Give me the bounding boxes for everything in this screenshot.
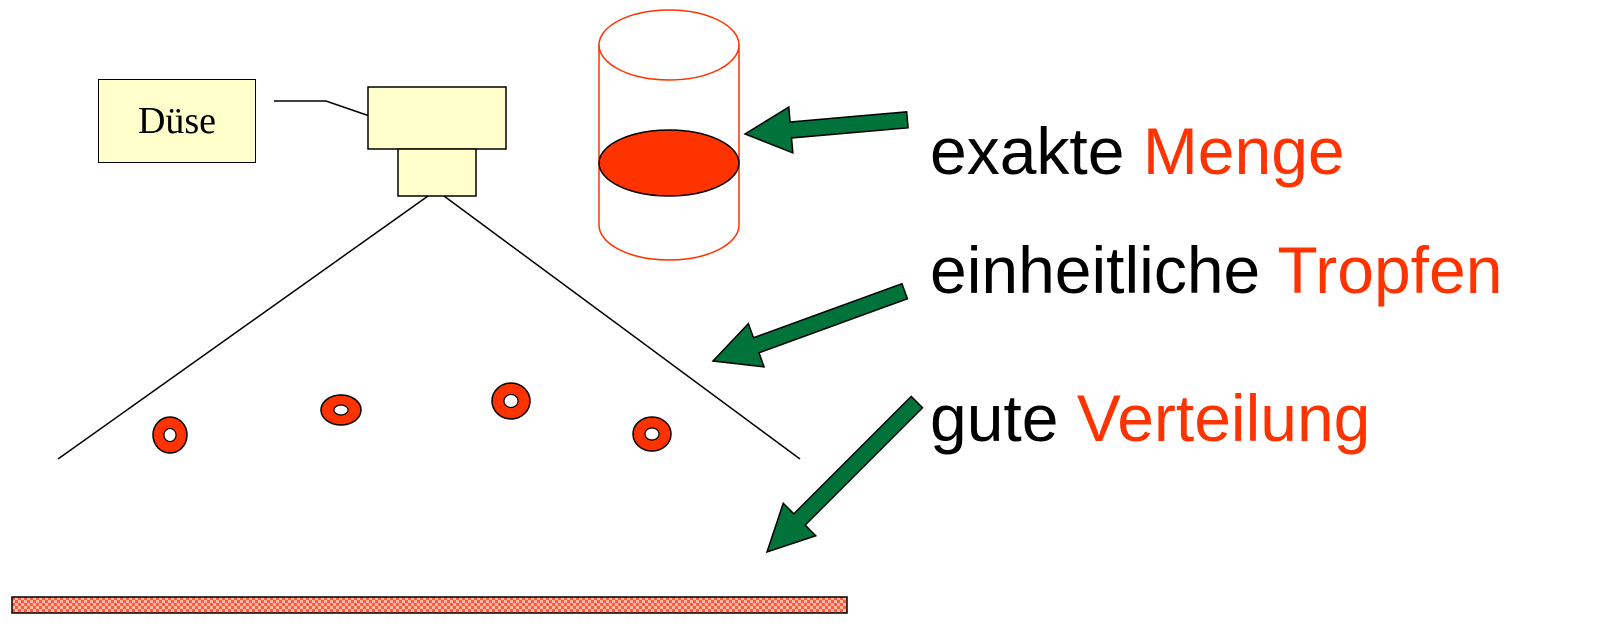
droplets (152, 382, 672, 454)
arrow-icon (711, 282, 909, 368)
bullet-droplets: einheitliche Tropfen (930, 237, 1502, 303)
bullet-quantity-highlight: Menge (1142, 114, 1345, 188)
bullet-distribution: gute Verteilung (930, 385, 1370, 451)
liquid-level (598, 129, 740, 197)
cylinder-icon (598, 9, 740, 261)
bullet-droplets-plain: einheitliche (930, 233, 1261, 307)
nozzle-top (367, 86, 507, 150)
bullet-distribution-plain: gute (930, 381, 1059, 455)
bullet-quantity-plain: exakte (930, 114, 1125, 188)
bullet-quantity: exakte Menge (930, 118, 1345, 184)
label-leader-line (274, 100, 385, 122)
nozzle-label-box: Düse (98, 79, 256, 163)
spray-cone-right (443, 195, 801, 460)
spray-cone-left (57, 195, 429, 460)
bullet-distribution-highlight: Verteilung (1076, 381, 1371, 455)
arrow-icon (743, 105, 909, 155)
bullet-droplets-highlight: Tropfen (1277, 233, 1503, 307)
arrow-icon (765, 395, 924, 554)
nozzle-label: Düse (137, 100, 217, 142)
hatched-surface (11, 596, 848, 614)
nozzle-tip (397, 148, 477, 197)
